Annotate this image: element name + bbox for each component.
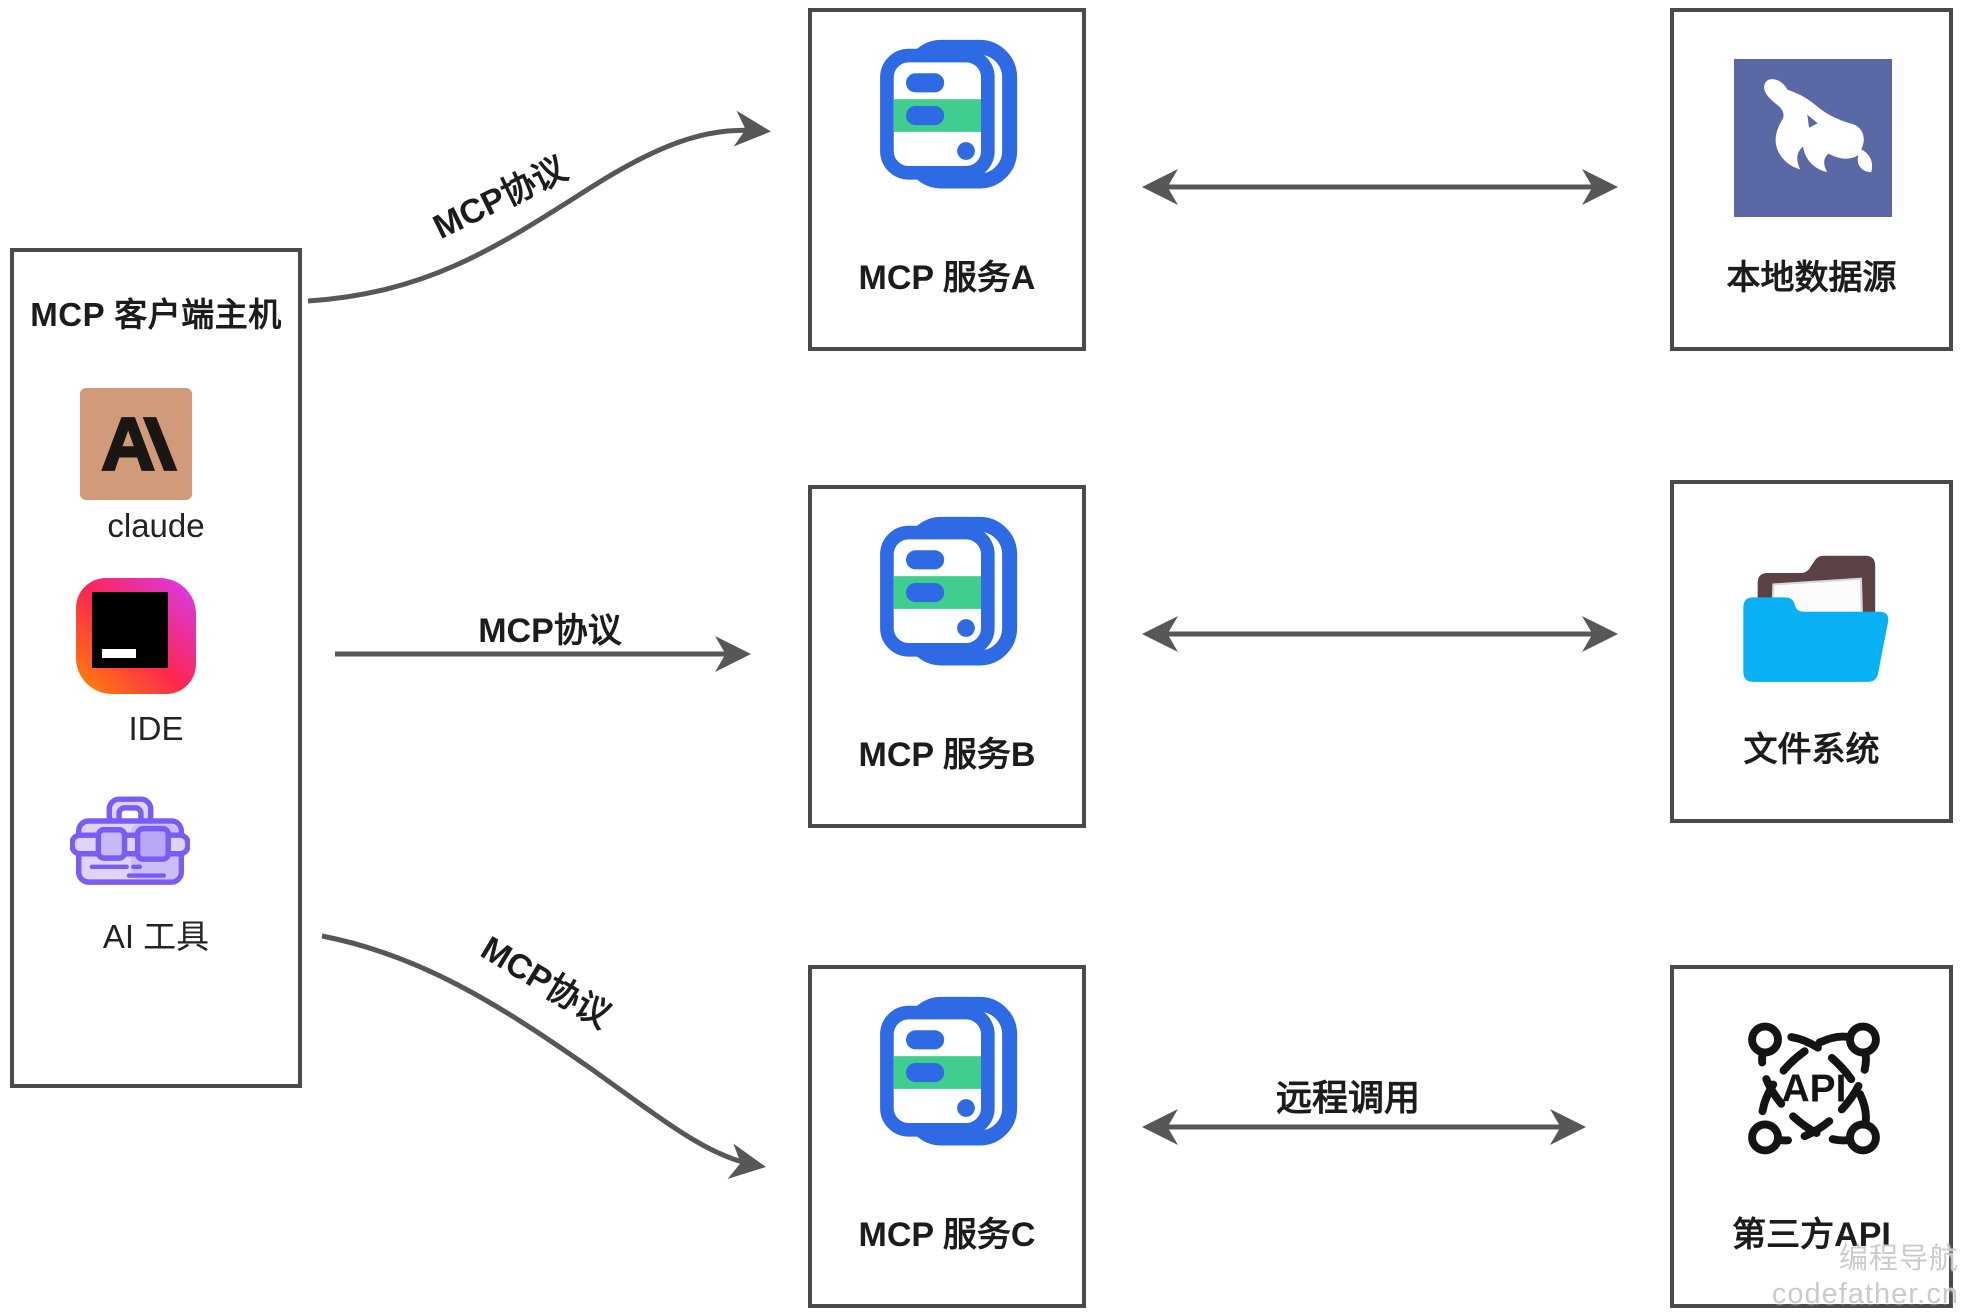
edge-client-to-server-a xyxy=(307,110,771,304)
claude-logo-icon xyxy=(80,388,192,500)
edge-label-remote-call: 远程调用 xyxy=(1276,1077,1420,1118)
server-b-box: MCP 服务B xyxy=(808,485,1086,828)
server-icon xyxy=(880,996,1018,1146)
edge-client-to-server-c xyxy=(321,933,766,1180)
client-host-title: MCP 客户端主机 xyxy=(30,296,282,333)
claude-label: claude xyxy=(107,507,205,544)
jetbrains-ide-icon xyxy=(76,578,196,694)
ide-inner-square xyxy=(92,592,168,668)
file-system-label: 文件系统 xyxy=(1743,731,1880,769)
file-system-box: 文件系统 xyxy=(1670,480,1953,823)
client-host-box: MCP 客户端主机 claude IDE xyxy=(10,248,302,1088)
ai-toolbox-icon xyxy=(69,792,191,898)
watermark-line2: codefather.cn xyxy=(1771,1278,1959,1311)
local-datasource-label: 本地数据源 xyxy=(1726,259,1897,297)
server-icon xyxy=(880,516,1018,666)
ai-tools-label: AI 工具 xyxy=(102,918,210,955)
api-network-icon: API xyxy=(1748,1022,1880,1155)
server-icon xyxy=(880,39,1018,189)
server-c-box: MCP 服务C xyxy=(808,965,1086,1308)
mysql-dolphin-icon xyxy=(1734,59,1892,217)
server-c-label: MCP 服务C xyxy=(858,1216,1036,1254)
third-party-api-label: 第三方API xyxy=(1732,1216,1891,1254)
ide-underscore-bar xyxy=(102,649,136,658)
edge-label-mcp-protocol-bottom: MCP协议 xyxy=(474,929,617,1036)
local-datasource-box: 本地数据源 xyxy=(1670,8,1953,351)
edge-label-mcp-protocol-top: MCP协议 xyxy=(427,149,574,247)
third-party-api-box: API 第三方API xyxy=(1670,965,1953,1308)
server-a-box: MCP 服务A xyxy=(808,8,1086,351)
server-a-label: MCP 服务A xyxy=(858,259,1036,297)
watermark: 编程导航 codefather.cn xyxy=(1772,1242,1959,1312)
ide-label: IDE xyxy=(128,710,184,747)
server-b-label: MCP 服务B xyxy=(858,736,1036,774)
api-icon-text: API xyxy=(1782,1067,1847,1110)
watermark-line1: 编程导航 xyxy=(1838,1243,1959,1276)
open-folder-icon xyxy=(1743,555,1889,682)
edge-label-mcp-protocol-mid: MCP协议 xyxy=(478,612,623,650)
